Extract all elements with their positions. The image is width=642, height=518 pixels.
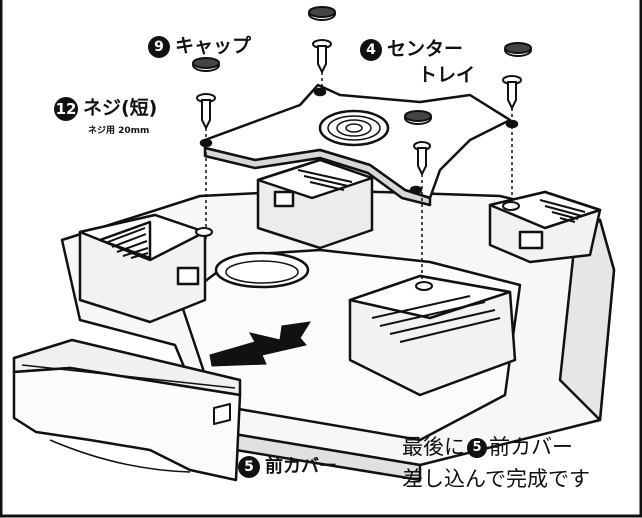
mount-nubs — [195, 201, 520, 291]
instruction-line2: 差し込んで完成です — [402, 467, 590, 491]
front-cover-part — [12, 338, 242, 482]
screws — [192, 6, 532, 177]
instruction-before: 最後に — [402, 435, 465, 459]
cap-text: キャップ — [175, 35, 252, 57]
front-cover-text: 前カバー — [265, 456, 337, 477]
front-cover-number-badge: 5 — [238, 456, 260, 478]
rear-center-block — [256, 158, 374, 250]
screw-number-badge: 12 — [54, 96, 78, 121]
instruction-after: 前カバー — [489, 435, 573, 459]
screw-size-note: ネジ用 20mm — [88, 126, 150, 136]
instruction-number-badge: 5 — [467, 438, 487, 458]
center-tray-number-badge: 4 — [360, 38, 382, 61]
center-tray-text-line1: センター — [387, 38, 464, 60]
insert-arrow — [209, 321, 311, 367]
left-corner-block — [78, 213, 207, 324]
cap-number-badge: 9 — [148, 35, 170, 58]
front-right-block — [348, 274, 517, 397]
floor-hole — [214, 251, 310, 289]
center-tray-part — [199, 83, 519, 207]
center-tray-text-line2: トレイ — [418, 64, 476, 86]
screw-text: ネジ(短) — [83, 97, 158, 119]
guide-lines — [205, 72, 513, 282]
